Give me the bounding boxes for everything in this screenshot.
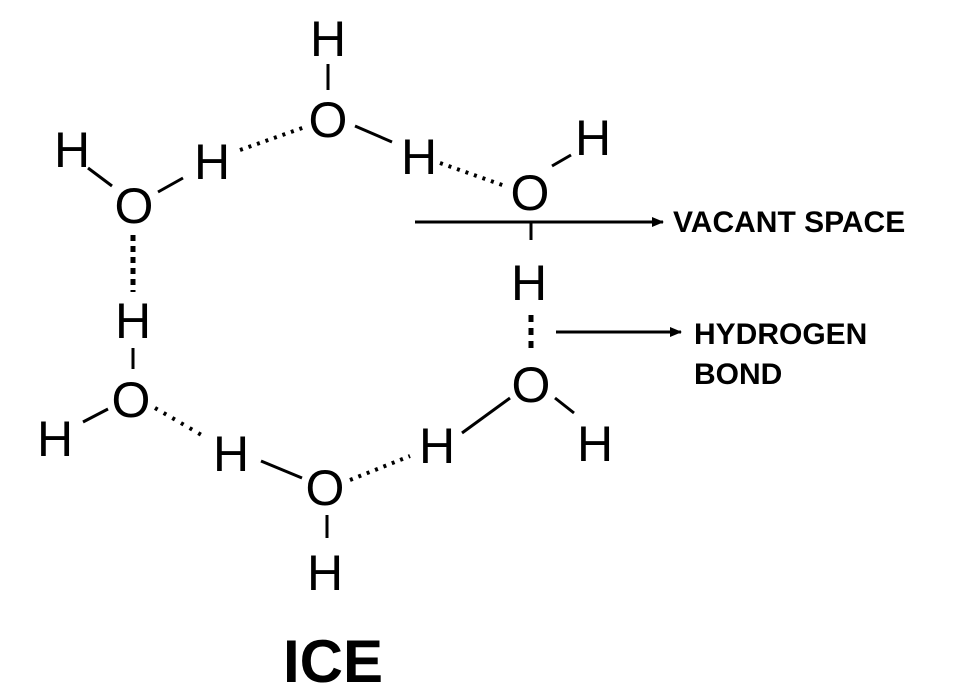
diagram-title: ICE xyxy=(283,628,383,693)
hydrogen-atom: H xyxy=(310,11,346,67)
hydrogen-bond xyxy=(153,406,207,439)
covalent-bond xyxy=(461,396,511,435)
hydrogen-atom: H xyxy=(575,110,611,166)
covalent-bond xyxy=(260,459,303,480)
hydrogen-bond xyxy=(349,454,411,482)
oxygen-atom: O xyxy=(112,372,151,428)
hydrogen-bond xyxy=(239,125,306,152)
hydrogen-atom: H xyxy=(419,418,455,474)
oxygen-atom: O xyxy=(511,165,550,221)
covalent-bond xyxy=(87,166,113,188)
covalent-bond xyxy=(157,176,184,194)
covalent-bonds xyxy=(82,64,575,538)
hydrogen-atom: H xyxy=(37,411,73,467)
hydrogen-atom: H xyxy=(511,255,547,311)
hydrogen-atom: H xyxy=(307,545,343,601)
covalent-bond xyxy=(551,153,572,168)
hydrogen-bond-label-line2: BOND xyxy=(694,358,782,391)
hydrogen-atom: H xyxy=(115,293,151,349)
hydrogen-bond xyxy=(439,161,506,188)
oxygen-atom: O xyxy=(512,357,551,413)
oxygen-atom: O xyxy=(306,460,345,516)
hydrogen-atom: H xyxy=(194,134,230,190)
hydrogen-atom: H xyxy=(213,426,249,482)
oxygen-atom: O xyxy=(115,178,154,234)
hydrogen-bond-label-line1: HYDROGEN xyxy=(694,318,867,351)
hydrogen-bonds xyxy=(130,125,534,482)
vacant-space-label: VACANT SPACE xyxy=(673,206,905,239)
hydrogen-atom: H xyxy=(577,416,613,472)
covalent-bond xyxy=(354,124,393,144)
covalent-bond xyxy=(554,396,575,415)
covalent-bond xyxy=(82,407,109,424)
oxygen-atom: O xyxy=(309,92,348,148)
hydrogen-atom: H xyxy=(54,122,90,178)
hydrogen-atom: H xyxy=(401,129,437,185)
